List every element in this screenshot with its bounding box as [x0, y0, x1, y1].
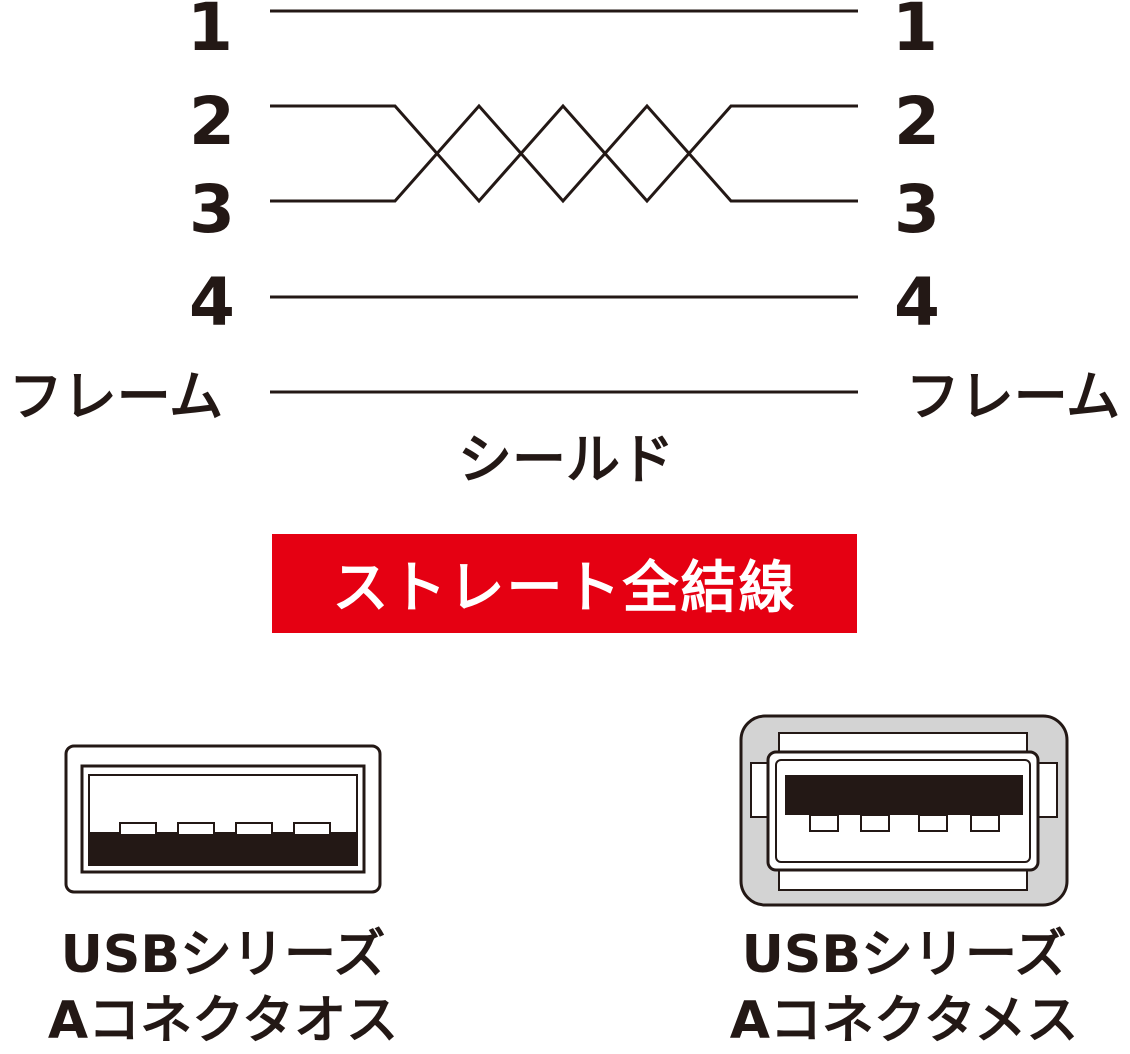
right-frame-label: フレーム — [906, 365, 1120, 428]
shield-label: シールド — [458, 428, 674, 491]
usb-a-plug-icon — [64, 744, 382, 894]
right-pin-3-label: 3 — [894, 171, 940, 248]
left-frame-label: フレーム — [9, 365, 223, 428]
left-pin-4-label: 4 — [189, 264, 235, 341]
male-connector-line2: Aコネクタオス — [47, 991, 399, 1051]
right-pin-1-label: 1 — [892, 0, 938, 66]
male-connector-caption: USBシリーズ Aコネクタオス — [3, 922, 443, 1054]
male-connector-line1: USBシリーズ — [60, 925, 386, 985]
wiring-type-banner-text: ストレート全結線 — [332, 556, 797, 621]
right-pin-2-label: 2 — [894, 83, 940, 160]
wire-pin-2 — [270, 103, 858, 204]
usb-a-receptacle-icon — [739, 714, 1069, 907]
female-connector-caption: USBシリーズ Aコネクタメス — [684, 922, 1124, 1054]
female-connector-line1: USBシリーズ — [741, 925, 1067, 985]
wire-pin-3 — [270, 103, 858, 204]
left-pin-1-label: 1 — [187, 0, 233, 66]
left-pin-3-label: 3 — [189, 171, 235, 248]
left-pin-2-label: 2 — [189, 83, 235, 160]
wiring-type-banner: ストレート全結線 — [272, 534, 857, 633]
female-connector-line2: Aコネクタメス — [729, 991, 1079, 1051]
right-pin-4-label: 4 — [894, 264, 940, 341]
